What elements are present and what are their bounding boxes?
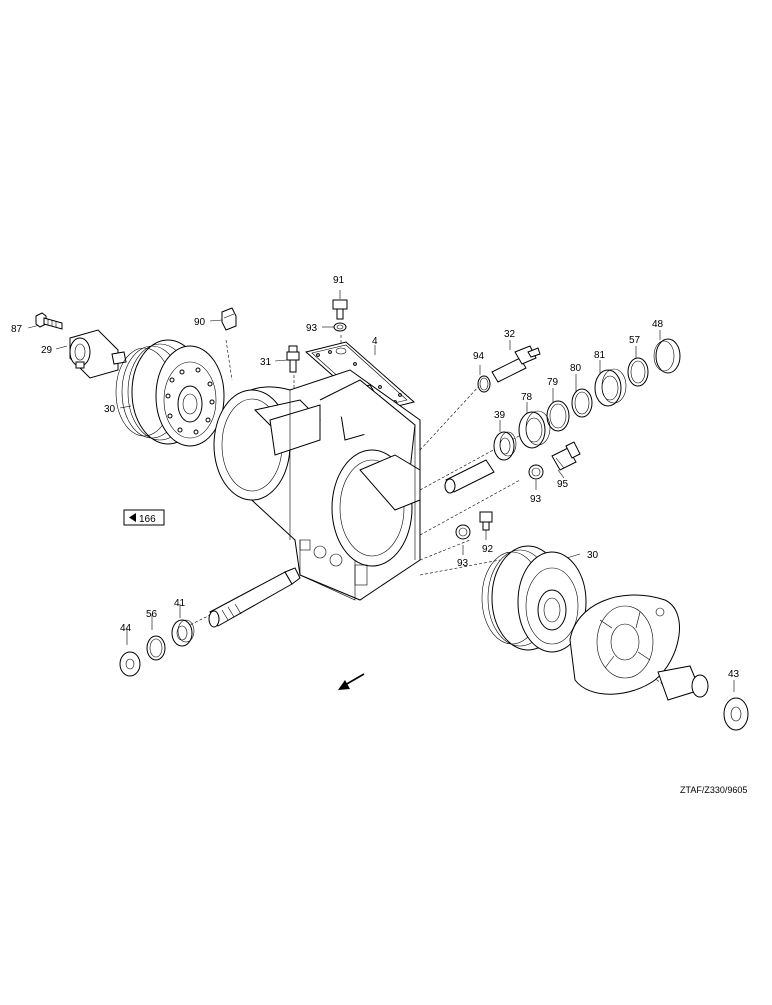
- callout-56: 56: [146, 609, 158, 620]
- left-triangle-icon: [129, 513, 136, 522]
- callout-30-upper: 30: [104, 404, 116, 415]
- callout-92: 92: [482, 544, 494, 555]
- callout-labels: 87 29 30 90 31 91 93 4 94 32 48 57 81 80…: [11, 275, 740, 680]
- part-57-snap-ring: [627, 357, 649, 387]
- output-shaft: [208, 567, 301, 628]
- callout-94: 94: [473, 351, 485, 362]
- callout-32: 32: [504, 329, 516, 340]
- part-90-fitting: [221, 307, 237, 331]
- gearbox-housing: [213, 369, 421, 601]
- page-ref-label: 166: [139, 514, 156, 525]
- page-ref-button[interactable]: 166: [123, 509, 165, 526]
- part-93-washer-top: [333, 322, 347, 332]
- callout-93-low: 93: [457, 558, 469, 569]
- callout-39: 39: [494, 410, 506, 421]
- callout-29: 29: [41, 345, 53, 356]
- intermediate-shaft: [444, 459, 495, 494]
- callout-4: 4: [372, 336, 378, 347]
- part-31-breather: [286, 345, 300, 373]
- part-93-washer-low: [455, 524, 471, 540]
- callout-48: 48: [652, 319, 664, 330]
- part-78-bearing: [518, 410, 551, 449]
- callout-44: 44: [120, 623, 132, 634]
- part-80-ring: [571, 388, 593, 418]
- part-43-drive-gear: [657, 665, 749, 731]
- bearing-carrier-plate: [569, 594, 680, 695]
- callout-78: 78: [521, 392, 533, 403]
- part-95-plug: [551, 441, 581, 471]
- callout-80: 80: [570, 363, 582, 374]
- part-41-bearing: [171, 619, 195, 647]
- arrow-down-left-icon: [338, 673, 365, 690]
- callout-31: 31: [260, 357, 272, 368]
- part-81-bearing: [594, 368, 627, 407]
- part-30-clutch-drum-upper: [115, 339, 225, 447]
- part-32-sensor: [491, 345, 541, 383]
- part-48-ring: [653, 338, 681, 374]
- callout-91: 91: [333, 275, 345, 286]
- part-94-o-ring: [477, 375, 491, 393]
- callout-79: 79: [547, 377, 559, 388]
- part-91-screw: [332, 299, 348, 320]
- callout-87: 87: [11, 324, 23, 335]
- part-39-bearing: [493, 431, 517, 461]
- part-87-bolt: [35, 312, 63, 330]
- part-29-pump-unit: [69, 329, 127, 379]
- part-44-washer: [119, 651, 141, 677]
- part-79-ring: [546, 400, 570, 432]
- callout-30-lower: 30: [587, 550, 599, 561]
- part-56-ring: [146, 635, 166, 661]
- part-92-plug: [479, 511, 493, 531]
- callout-41: 41: [174, 598, 186, 609]
- callout-57: 57: [629, 335, 641, 346]
- callout-90: 90: [194, 317, 206, 328]
- drawing-code: ZTAF/Z330/9605: [680, 785, 747, 795]
- callout-93-top: 93: [306, 323, 318, 334]
- callout-43: 43: [728, 669, 740, 680]
- callout-93-mid: 93: [530, 494, 542, 505]
- callout-81: 81: [594, 350, 606, 361]
- part-30-clutch-drum-lower: [481, 545, 587, 653]
- callout-95: 95: [557, 479, 569, 490]
- part-93-washer-mid: [528, 464, 544, 480]
